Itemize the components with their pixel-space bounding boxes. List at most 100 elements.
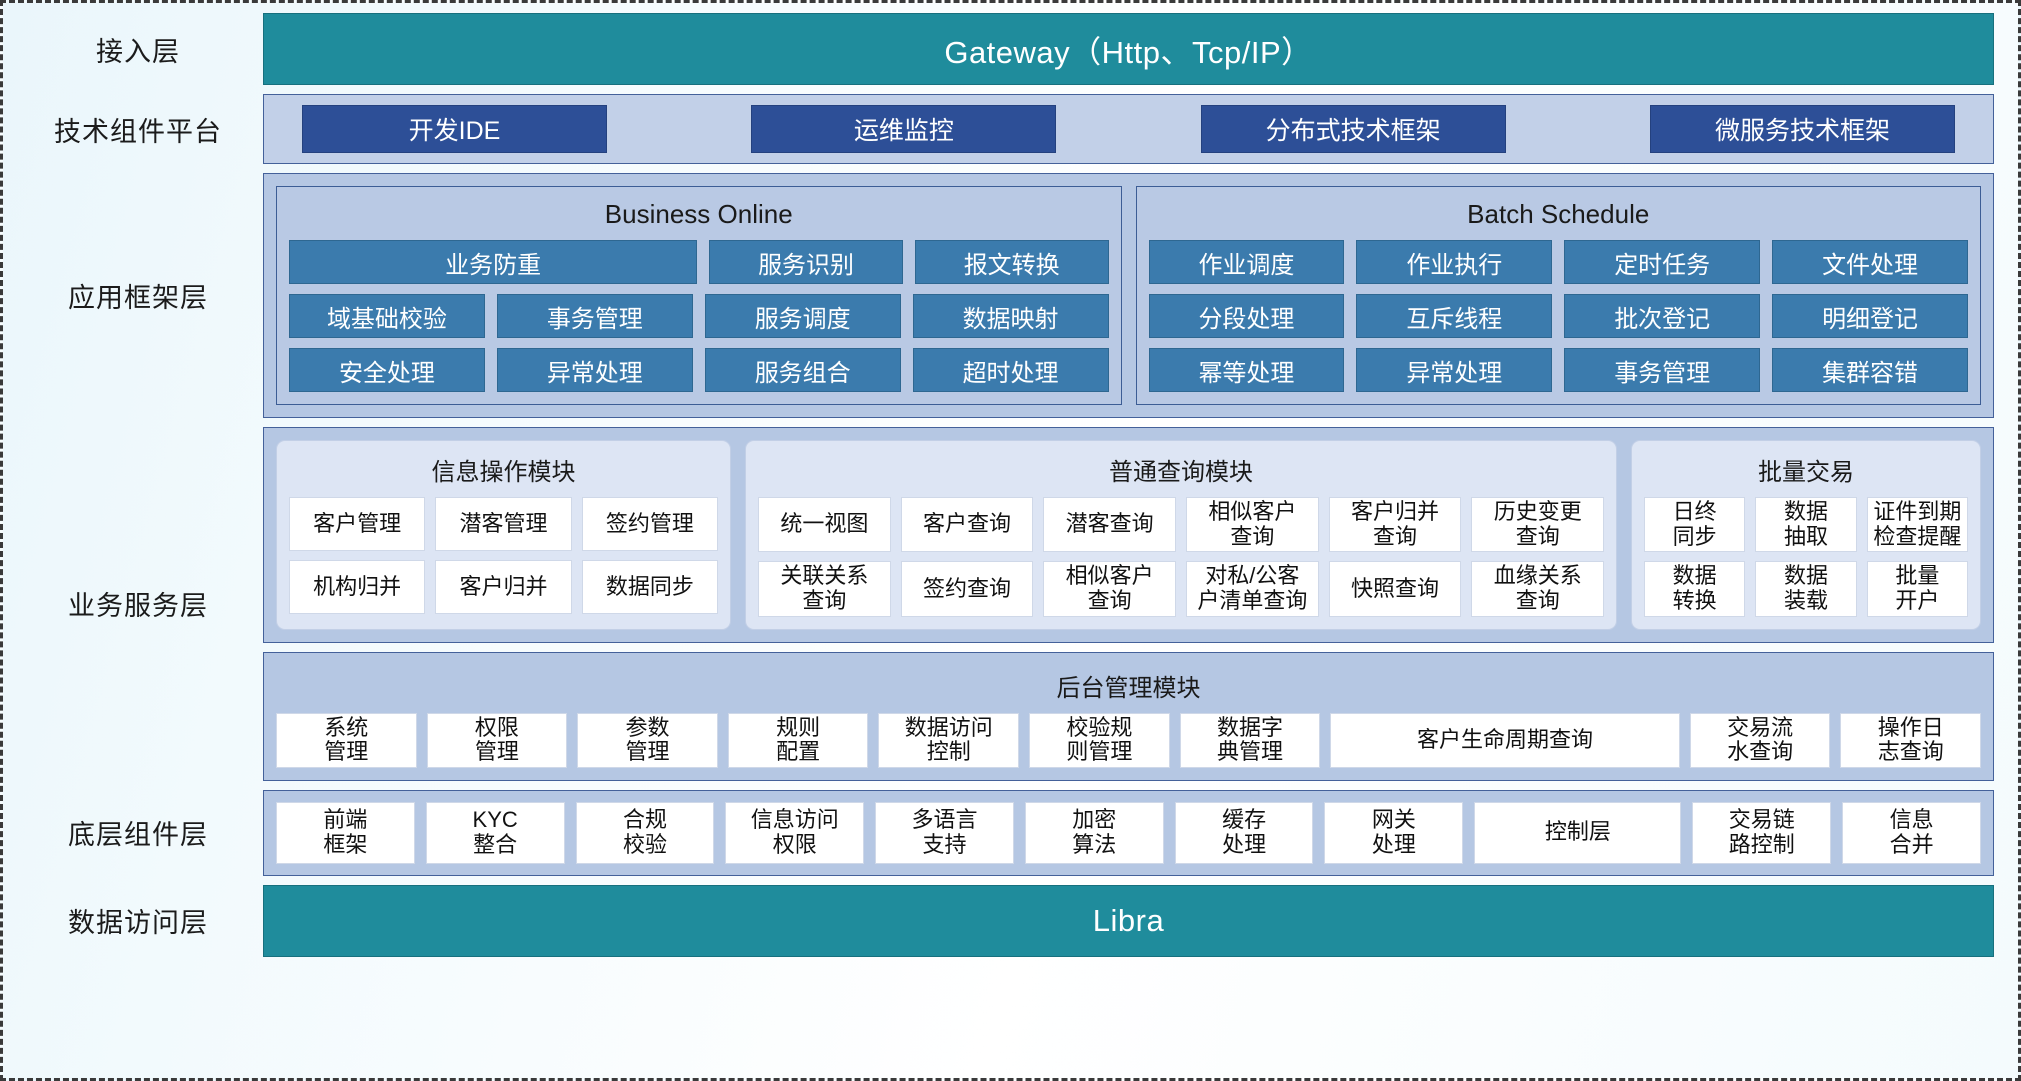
module-cell[interactable]: 血缘关系 查询 (1471, 561, 1605, 617)
tech-platform-panel: 开发IDE 运维监控 分布式技术框架 微服务技术框架 (263, 94, 1994, 164)
module-cell[interactable]: 对私/公客 户清单查询 (1186, 561, 1319, 617)
module-cell[interactable]: 快照查询 (1328, 561, 1462, 617)
admin-cell[interactable]: 交易流 水查询 (1689, 712, 1831, 768)
admin-cell[interactable]: 数据字 典管理 (1179, 712, 1321, 768)
module-cell[interactable]: 签约管理 (581, 497, 718, 551)
base-cell[interactable]: 网关 处理 (1324, 801, 1464, 864)
module-cell[interactable]: 数据同步 (581, 560, 718, 614)
framework-cell[interactable]: 明细登记 (1772, 294, 1968, 338)
admin-cell[interactable]: 参数 管理 (577, 712, 718, 768)
framework-cell[interactable]: 超时处理 (912, 348, 1109, 392)
base-component-body: 前端 框架 KYC 整合 合规 校验 信息访问 权限 多语言 支持 加密 算法 … (263, 789, 1994, 876)
base-cell[interactable]: 前端 框架 (276, 801, 415, 864)
framework-cell[interactable]: 安全处理 (289, 348, 485, 392)
module-cell[interactable]: 潜客管理 (435, 497, 572, 551)
module-batch-transaction: 批量交易 日终 同步 数据 抽取 证件到期 检查提醒 数据 转换 数据 装载 批… (1631, 440, 1981, 630)
base-component-panel: 前端 框架 KYC 整合 合规 校验 信息访问 权限 多语言 支持 加密 算法 … (263, 789, 1994, 876)
base-cell[interactable]: 多语言 支持 (875, 801, 1014, 864)
module-cell[interactable]: 关联关系 查询 (758, 561, 891, 617)
gateway-band[interactable]: Gateway（Http、Tcp/IP） (263, 13, 1994, 85)
framework-group-title: Business Online (604, 199, 793, 229)
framework-cell[interactable]: 异常处理 (496, 348, 693, 392)
module-cell[interactable]: 签约查询 (900, 561, 1034, 617)
framework-cell[interactable]: 服务组合 (704, 348, 901, 392)
framework-cell[interactable]: 互斥线程 (1356, 294, 1553, 338)
framework-grid: 业务防重 服务识别 报文转换 域基础校验 事务管理 服务调度 数据映射 安全处理 (289, 240, 1109, 392)
framework-cell[interactable]: 域基础校验 (289, 294, 485, 338)
module-cell[interactable]: 批量 开户 (1866, 561, 1968, 617)
lane-label-access: 接入层 (96, 36, 180, 68)
framework-cell[interactable]: 作业执行 (1356, 240, 1553, 284)
app-framework-row: 应用框架层 Business Online 业务防重 服务识别 报文转换 域基础… (13, 173, 1994, 418)
framework-cell[interactable]: 事务管理 (1564, 348, 1761, 392)
libra-band[interactable]: Libra (263, 884, 1994, 957)
base-cell[interactable]: 信息访问 权限 (725, 801, 865, 864)
base-cell[interactable]: KYC 整合 (425, 801, 565, 864)
module-cell[interactable]: 数据 抽取 (1755, 497, 1857, 553)
framework-cell[interactable]: 事务管理 (496, 294, 693, 338)
module-row: 客户管理 潜客管理 签约管理 (289, 497, 718, 551)
module-cell[interactable]: 客户查询 (900, 497, 1034, 553)
module-cell[interactable]: 相似客户 查询 (1186, 497, 1319, 553)
module-cell[interactable]: 客户归并 查询 (1328, 497, 1462, 553)
module-cell[interactable]: 日终 同步 (1644, 497, 1746, 553)
module-cell[interactable]: 客户管理 (289, 497, 426, 551)
module-row: 数据 转换 数据 装载 批量 开户 (1644, 561, 1968, 617)
tech-item-distributed-framework[interactable]: 分布式技术框架 (1200, 105, 1506, 153)
module-cell[interactable]: 证件到期 检查提醒 (1866, 497, 1968, 553)
base-cell[interactable]: 合规 校验 (575, 801, 715, 864)
admin-cell[interactable]: 数据访问 控制 (878, 712, 1020, 768)
module-cell[interactable]: 历史变更 查询 (1471, 497, 1605, 553)
framework-row: 幂等处理 异常处理 事务管理 集群容错 (1148, 348, 1968, 392)
access-layer-body: Gateway（Http、Tcp/IP） (263, 13, 1994, 85)
admin-cell[interactable]: 操作日 志查询 (1840, 712, 1982, 768)
framework-cell[interactable]: 作业调度 (1148, 240, 1345, 284)
framework-row: 安全处理 异常处理 服务组合 超时处理 (289, 348, 1109, 392)
base-cell[interactable]: 交易链 路控制 (1692, 801, 1832, 864)
access-layer-row: 接入层 Gateway（Http、Tcp/IP） (13, 13, 1994, 85)
framework-cell[interactable]: 批次登记 (1564, 294, 1761, 338)
tech-item-microservice-framework[interactable]: 微服务技术框架 (1649, 105, 1955, 153)
module-grid: 统一视图 客户查询 潜客查询 相似客户 查询 客户归并 查询 历史变更 查询 关… (758, 497, 1605, 617)
base-cell[interactable]: 信息 合并 (1842, 801, 1981, 864)
framework-grid: 作业调度 作业执行 定时任务 文件处理 分段处理 互斥线程 批次登记 明细登记 (1148, 240, 1968, 392)
framework-cell[interactable]: 分段处理 (1148, 294, 1345, 338)
framework-cell[interactable]: 服务调度 (704, 294, 901, 338)
base-cell[interactable]: 控制层 (1474, 801, 1682, 864)
module-cell[interactable]: 机构归并 (289, 560, 426, 614)
module-cell[interactable]: 客户归并 (435, 560, 572, 614)
module-cell[interactable]: 数据 装载 (1755, 561, 1857, 617)
admin-module-title: 后台管理模块 (1056, 674, 1201, 702)
framework-row: 分段处理 互斥线程 批次登记 明细登记 (1148, 294, 1968, 338)
admin-cell[interactable]: 系统 管理 (276, 712, 417, 768)
module-cell[interactable]: 相似客户 查询 (1043, 561, 1177, 617)
framework-cell[interactable]: 业务防重 (289, 240, 698, 284)
tech-item-ops-monitor[interactable]: 运维监控 (751, 105, 1057, 153)
module-info-operations: 信息操作模块 客户管理 潜客管理 签约管理 机构归并 客户归并 数据同步 (276, 440, 731, 630)
framework-cell[interactable]: 定时任务 (1564, 240, 1761, 284)
lane-label-base: 底层组件层 (68, 820, 208, 852)
tech-item-ide[interactable]: 开发IDE (302, 105, 607, 153)
framework-cell[interactable]: 文件处理 (1772, 240, 1968, 284)
tech-platform-body: 开发IDE 运维监控 分布式技术框架 微服务技术框架 (263, 94, 1994, 164)
admin-cell[interactable]: 校验规 则管理 (1029, 712, 1170, 768)
tech-platform-row: 技术组件平台 开发IDE 运维监控 分布式技术框架 微服务技术框架 (13, 94, 1994, 164)
admin-cell[interactable]: 规则 配置 (727, 712, 869, 768)
framework-cell[interactable]: 服务识别 (709, 240, 903, 284)
framework-cell[interactable]: 幂等处理 (1148, 348, 1345, 392)
framework-cell[interactable]: 异常处理 (1356, 348, 1553, 392)
admin-cell[interactable]: 客户生命周期查询 (1330, 712, 1680, 768)
base-cell[interactable]: 加密 算法 (1024, 801, 1164, 864)
framework-cell[interactable]: 报文转换 (914, 240, 1109, 284)
module-cell[interactable]: 数据 转换 (1644, 561, 1746, 617)
framework-cell[interactable]: 数据映射 (912, 294, 1109, 338)
base-component-row: 底层组件层 前端 框架 KYC 整合 合规 校验 信息访问 权限 多语言 支持 … (13, 789, 1994, 876)
admin-cell[interactable]: 权限 管理 (426, 712, 568, 768)
module-cell[interactable]: 统一视图 (758, 497, 891, 553)
framework-cell[interactable]: 集群容错 (1772, 348, 1968, 392)
framework-group-batch-schedule: Batch Schedule 作业调度 作业执行 定时任务 文件处理 分段处理 … (1135, 186, 1981, 405)
app-framework-panel: Business Online 业务防重 服务识别 报文转换 域基础校验 事务管… (263, 173, 1994, 418)
module-cell[interactable]: 潜客查询 (1043, 497, 1177, 553)
base-cell[interactable]: 缓存 处理 (1174, 801, 1314, 864)
